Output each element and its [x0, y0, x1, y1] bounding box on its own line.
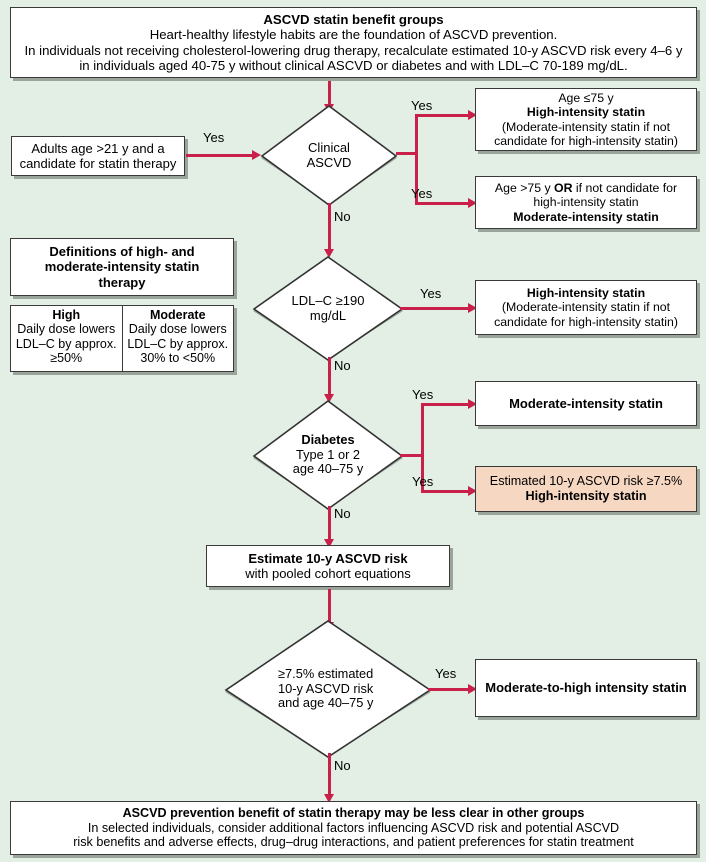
edge-label-entry-yes: Yes [203, 130, 225, 145]
estimate-risk-line-1: Estimate 10-y ASCVD risk [248, 550, 408, 566]
arrowhead-ascvd-yes-young [468, 110, 477, 120]
definitions-moderate-line-2: LDL–C by approx. [127, 336, 229, 351]
arrowhead-ldl-no [324, 394, 334, 403]
outcome-diabetes-high-box: Estimated 10-y ASCVD risk ≥7.5% High-int… [475, 466, 697, 512]
header-box: ASCVD statin benefit groups Heart-health… [10, 7, 697, 78]
edge-label-ascvd-no: No [334, 209, 351, 224]
footer-line-2: risk benefits and adverse effects, drug–… [73, 835, 634, 850]
outcome-ascvd-old-line-1a: Age >75 y [494, 181, 555, 196]
decision-clinical-ascvd: Clinical ASCVD [258, 105, 400, 206]
edge-label-risk-no: No [334, 758, 351, 773]
connector-diabetes-bus [421, 404, 424, 493]
connector-ascvd-yes-young [415, 114, 473, 117]
outcome-diabetes-moderate-box: Moderate-intensity statin [475, 381, 697, 426]
footer-line-1: In selected individuals, consider additi… [87, 820, 620, 835]
edge-label-diabetes-yes-high: Yes [412, 474, 434, 489]
definitions-moderate-line-3: 30% to <50% [140, 350, 216, 365]
arrowhead-ascvd-yes-old [468, 198, 477, 208]
outcome-ascvd-old-line-2: high-intensity statin [533, 195, 639, 210]
definitions-moderate-header: Moderate [149, 308, 206, 322]
connector-risk-yes [428, 688, 473, 691]
connector-diabetes-yes-high [421, 490, 473, 493]
connector-diabetes-right-stem [400, 454, 424, 457]
connector-diabetes-yes-moderate [421, 403, 473, 406]
outcome-ldl-line-2: (Moderate-intensity statin if not [501, 300, 671, 315]
outcome-ascvd-young-line-4: candidate for high-intensity statin) [494, 133, 678, 148]
arrowhead-diabetes-yes-moderate [468, 399, 477, 409]
estimate-risk-box: Estimate 10-y ASCVD risk with pooled coh… [206, 545, 450, 587]
definitions-title-line-2: moderate-intensity statin [44, 259, 200, 275]
estimate-risk-line-2: with pooled cohort equations [245, 566, 411, 581]
connector-risk-no [328, 753, 331, 797]
edge-label-ldl-no: No [334, 358, 351, 373]
edge-label-ascvd-yes-old: Yes [411, 186, 433, 201]
edge-label-ldl-yes: Yes [420, 286, 442, 301]
decision-diabetes: Diabetes Type 1 or 2 age 40–75 y [250, 400, 406, 510]
edge-label-ascvd-yes-young: Yes [411, 98, 433, 113]
arrowhead-ldl-yes [468, 303, 477, 313]
footer-box: ASCVD prevention benefit of statin thera… [10, 801, 697, 855]
decision-ldl-c: LDL–C ≥190 mg/dL [250, 256, 406, 361]
footer-title: ASCVD prevention benefit of statin thera… [122, 806, 585, 821]
connector-estimate-to-risk [328, 589, 331, 625]
arrowhead-risk-no [324, 794, 334, 803]
header-line-1: Heart-healthy lifestyle habits are the f… [149, 27, 558, 43]
outcome-risk-line-1: Moderate-to-high intensity statin [485, 680, 687, 696]
outcome-diabetes-moderate-line-1: Moderate-intensity statin [509, 395, 663, 411]
outcome-ascvd-young-line-1: Age ≤75 y [558, 91, 614, 105]
definitions-high-line-1: Daily dose lowers [17, 322, 116, 337]
outcome-ldl-box: High-intensity statin (Moderate-intensit… [475, 280, 697, 335]
outcome-ascvd-old-line-1c: if not candidate for [572, 181, 678, 196]
definitions-moderate-line-1: Daily dose lowers [128, 322, 227, 337]
header-title: ASCVD statin benefit groups [263, 11, 444, 27]
arrowhead-diabetes-no [324, 539, 334, 548]
outcome-ascvd-old-box: Age >75 y OR if not candidate for high-i… [475, 176, 697, 229]
edge-label-risk-yes: Yes [435, 666, 457, 681]
outcome-ascvd-old-line-1: Age >75 y OR if not candidate for [476, 181, 696, 195]
outcome-ascvd-old-line-1b: OR [554, 181, 573, 196]
entry-line-2: candidate for statin therapy [19, 156, 177, 171]
decision-risk-threshold: ≥7.5% estimated 10-y ASCVD risk and age … [222, 620, 434, 758]
connector-ldl-no [328, 357, 331, 397]
connector-header-to-ascvd [328, 81, 331, 106]
header-line-2: In individuals not receiving cholesterol… [24, 42, 683, 58]
arrowhead-risk-yes [468, 684, 477, 694]
connector-entry-to-ascvd [186, 154, 256, 157]
connector-ascvd-yes-old [415, 202, 473, 205]
definitions-high-line-3: ≥50% [50, 350, 83, 365]
outcome-ldl-line-3: candidate for high-intensity statin) [494, 314, 678, 329]
definitions-high-line-2: LDL–C by approx. [15, 336, 117, 351]
definitions-table: High Daily dose lowers LDL–C by approx. … [10, 305, 234, 372]
arrowhead-diabetes-yes-high [468, 486, 477, 496]
connector-ldl-yes [400, 307, 473, 310]
edge-label-diabetes-no: No [334, 506, 351, 521]
definitions-title-line-3: therapy [98, 274, 146, 290]
outcome-ldl-line-1: High-intensity statin [526, 286, 646, 301]
arrowhead-ascvd-no [324, 249, 334, 258]
entry-line-1: Adults age >21 y and a [31, 140, 165, 156]
connector-diabetes-no [328, 506, 331, 542]
definitions-title-box: Definitions of high- and moderate-intens… [10, 238, 234, 296]
edge-label-diabetes-yes-moderate: Yes [412, 387, 434, 402]
header-line-3: in individuals aged 40-75 y without clin… [79, 57, 628, 73]
connector-ascvd-no [328, 203, 331, 251]
outcome-diabetes-high-line-1: Estimated 10-y ASCVD risk ≥7.5% [489, 474, 683, 489]
outcome-ascvd-old-line-3: Moderate-intensity statin [513, 209, 659, 224]
arrowhead-entry-to-ascvd [252, 150, 261, 160]
outcome-ascvd-young-box: Age ≤75 y High-intensity statin (Moderat… [475, 88, 697, 151]
outcome-ascvd-young-line-2: High-intensity statin [526, 105, 646, 120]
definitions-column-high: High Daily dose lowers LDL–C by approx. … [11, 306, 122, 371]
outcome-risk-box: Moderate-to-high intensity statin [475, 659, 697, 717]
outcome-ascvd-young-line-3: (Moderate-intensity statin if not [501, 119, 671, 134]
definitions-title-line-1: Definitions of high- and [49, 244, 195, 260]
definitions-column-moderate: Moderate Daily dose lowers LDL–C by appr… [121, 306, 234, 371]
outcome-diabetes-high-line-2: High-intensity statin [525, 489, 647, 503]
entry-box: Adults age >21 y and a candidate for sta… [11, 136, 185, 176]
connector-ascvd-bus [415, 115, 418, 205]
definitions-high-header: High [52, 308, 81, 322]
connector-ascvd-right-stem [396, 152, 418, 155]
